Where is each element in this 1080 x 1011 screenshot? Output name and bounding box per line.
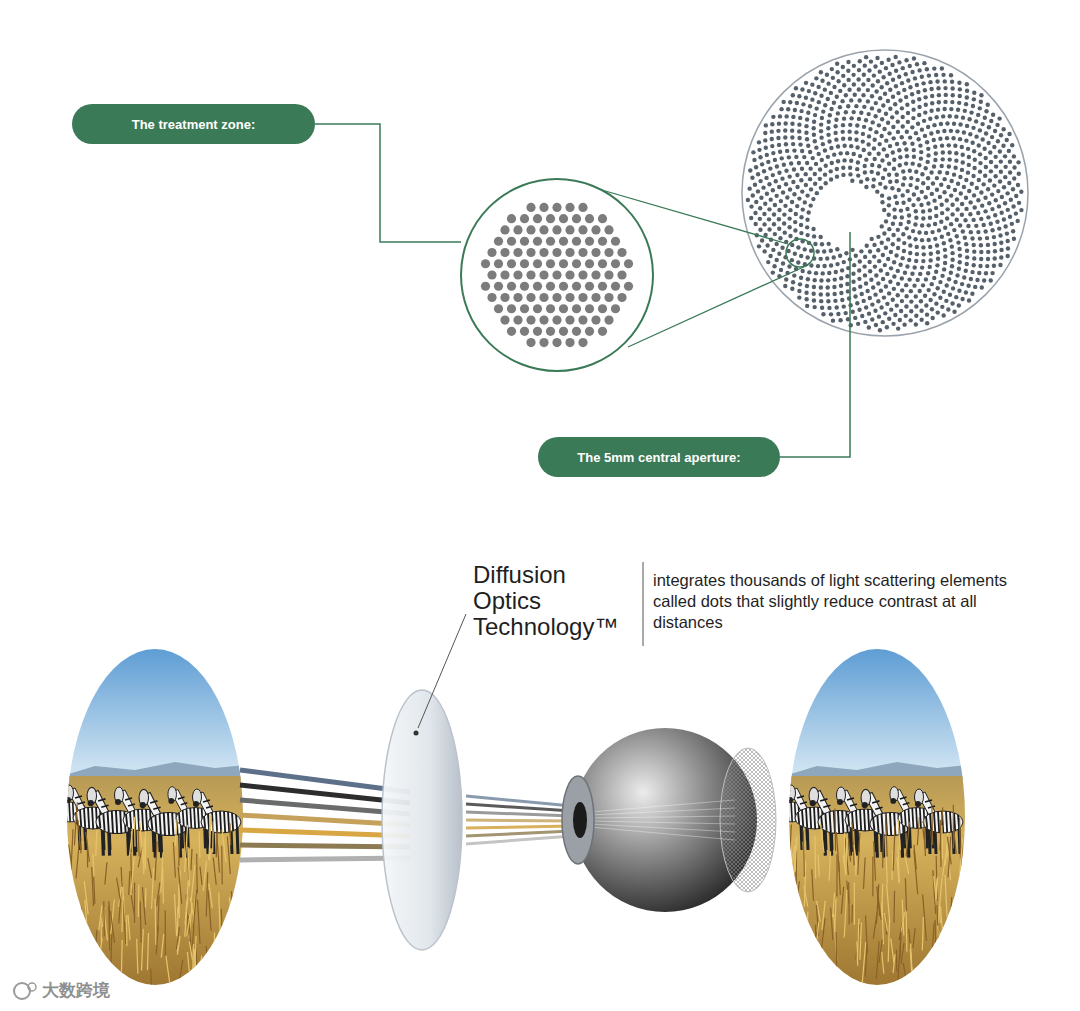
watermark: 大数跨境 [42,981,162,1001]
callout-text: The 5mm central aperture: [577,450,740,465]
zoom-outline [461,179,653,371]
grass [787,776,967,991]
zebra [915,789,964,854]
retina [720,748,776,892]
zoom-circle [461,179,653,371]
zebra [809,787,860,855]
light-rays [466,796,572,844]
lens-dot-pattern [742,50,1028,336]
description-text: integrates thousands of light scattering… [653,570,1018,633]
brand-name: Diffusion Optics Technology™ [473,562,623,640]
watermark-icon [14,983,36,999]
inner-rays [590,800,735,840]
eyeball [562,728,776,912]
savanna-scene [766,645,967,991]
grass-blades [62,802,246,989]
zoom-inner [475,193,639,357]
contact-lens [382,690,462,950]
scattering-dots [746,55,1024,333]
divider [643,562,644,646]
zebra [87,787,138,855]
central-aperture [817,185,877,245]
zoom-marker [786,239,814,267]
callout-pill: The treatment zone: [72,104,315,144]
sky [65,645,245,775]
lens-outline [742,50,1028,336]
magnified-dots [481,203,633,347]
lens-dot [414,731,419,736]
sky [787,645,967,775]
leader-line [780,232,850,457]
callout-text: The treatment zone: [132,117,256,132]
leader-line [315,124,461,242]
cornea [562,776,594,864]
grass [65,776,245,991]
callout-pill: The 5mm central aperture: [538,437,780,477]
leader-line [418,614,466,728]
zoom-line [628,265,808,347]
savanna-scene [44,645,246,991]
pupil [573,802,587,838]
grass-blades [788,805,968,989]
